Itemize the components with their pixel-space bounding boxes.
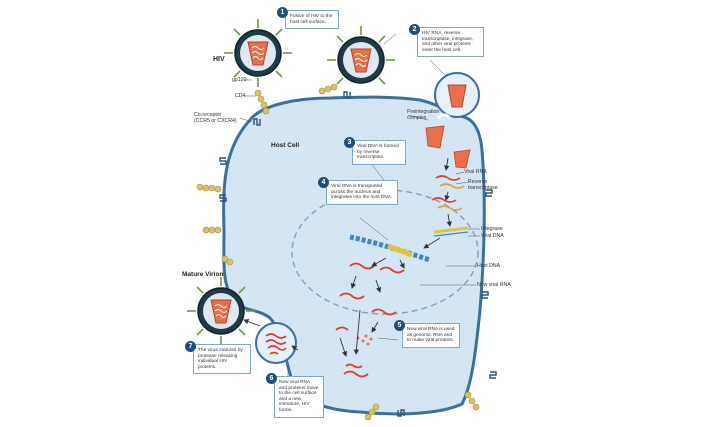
gp120-label: gp120 xyxy=(232,77,247,83)
nucleus-outline xyxy=(291,189,479,315)
integrase-label: Integrase xyxy=(481,226,503,232)
coreceptor-line-2: (CCR5 or CXCR4) xyxy=(194,118,237,124)
host-cell-label: Host Cell xyxy=(271,142,300,149)
step-7-badge: 7 xyxy=(185,341,196,352)
viral-dna-label: Viral DNA xyxy=(481,233,504,239)
host-dna-label: Host DNA xyxy=(477,263,501,269)
membrane-coreceptors xyxy=(219,91,497,417)
label-leader-lines xyxy=(239,33,480,378)
reverse-transcription-strands xyxy=(431,175,469,237)
step-3-badge: 3 xyxy=(344,137,355,148)
step-7-text: The virus matures by protease releasing … xyxy=(193,344,251,375)
step-3-callout: 3 Viral DNA is formed by reverse transcr… xyxy=(344,137,406,165)
new-viral-rna-label: New viral RNA xyxy=(477,282,511,288)
mature-virion-label: Mature Virion xyxy=(182,271,224,278)
step-2-badge: 2 xyxy=(409,24,420,35)
step-3-text: Viral DNA is formed by reverse transcrip… xyxy=(352,140,406,165)
step-6-badge: 6 xyxy=(266,373,277,384)
step-6-callout: 6 New viral RNA and proteins move to the… xyxy=(266,373,324,418)
step-1-badge: 1 xyxy=(277,7,288,18)
membrane-receptors xyxy=(196,83,480,421)
hiv-virion-1 xyxy=(224,19,292,87)
mature-virion xyxy=(187,277,255,345)
cd4-label: CD4 xyxy=(235,93,246,99)
step-1-callout: 1 Fusion of HIV to the host cell surface… xyxy=(277,7,339,30)
step-7-callout: 7 The virus matures by protease releasin… xyxy=(185,341,251,375)
preintegration-line-2: complex xyxy=(407,115,427,121)
new-viral-rna xyxy=(335,262,405,378)
preintegration-complex xyxy=(425,113,471,169)
coreceptor-label: Co-receptor (CCR5 or CXCR4) xyxy=(194,112,237,124)
step-4-callout: 4 Viral DNA is transported across the nu… xyxy=(318,177,398,205)
step-4-text: Viral DNA is transported across the nucl… xyxy=(326,180,398,205)
step-4-badge: 4 xyxy=(318,177,329,188)
rt-line-1: Reverse xyxy=(468,179,488,185)
preintegration-complex-label: Preintegration complex xyxy=(407,109,439,121)
process-arrows xyxy=(243,157,452,357)
rt-line-2: transcriptase xyxy=(468,185,498,191)
step-5-text: New viral RNA is used as genomic RNA and… xyxy=(402,323,460,348)
entering-capsid xyxy=(447,84,467,108)
viral-rna-label: Viral RNA xyxy=(464,169,487,175)
hiv-virion-2 xyxy=(327,26,395,85)
hiv-label: HIV xyxy=(213,56,225,63)
step-5-callout: 5 New viral RNA is used as genomic RNA a… xyxy=(394,320,460,348)
step-2-callout: 2 HIV RNA, reverse transcriptase, integr… xyxy=(409,24,484,58)
step-6-text: New viral RNA and proteins move to the c… xyxy=(274,376,324,418)
reverse-transcriptase-label: Reverse transcriptase xyxy=(468,179,498,191)
preintegration-line-1: Preintegration xyxy=(407,109,440,115)
step-1-text: Fusion of HIV to the host cell surface. xyxy=(285,10,339,30)
budding-virion-rna xyxy=(265,333,287,355)
host-dna-strand xyxy=(349,234,431,263)
step-2-text: HIV RNA, reverse transcriptase, integras… xyxy=(417,27,484,58)
coreceptor-line-1: Co-receptor xyxy=(194,112,222,118)
step-5-badge: 5 xyxy=(394,320,405,331)
